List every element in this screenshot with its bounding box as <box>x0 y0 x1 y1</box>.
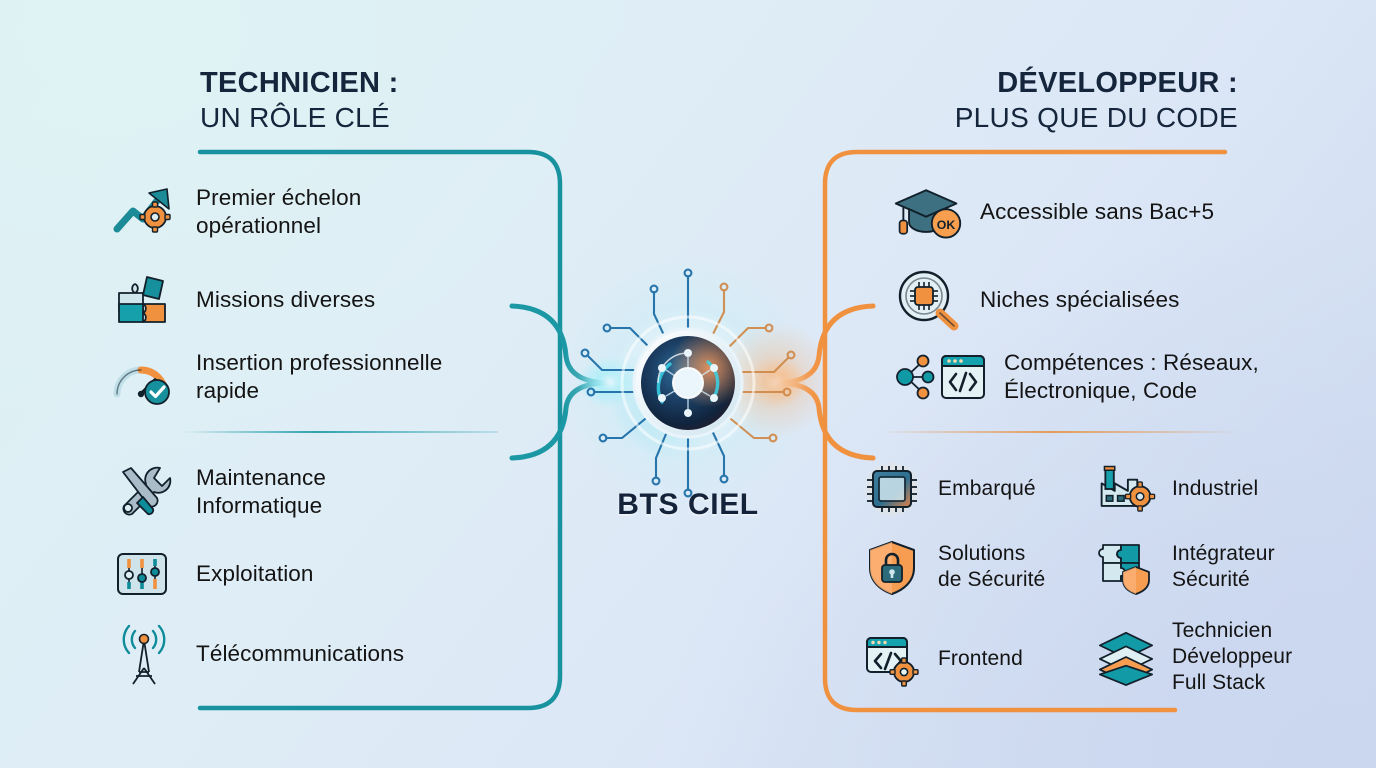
network-code-window-icon <box>892 345 988 409</box>
list-item-telecommunications[interactable]: Télécommunications <box>108 622 538 686</box>
list-item-label: Frontend <box>938 647 1023 670</box>
antenna-tower-icon <box>108 622 180 686</box>
list-item-exploitation[interactable]: Exploitation <box>108 542 528 606</box>
shield-lock-icon <box>862 538 922 596</box>
factory-gear-icon <box>1096 460 1156 518</box>
hub-label: BTS CIEL <box>617 488 759 521</box>
list-item-label: Exploitation <box>196 561 314 586</box>
sliders-panel-icon <box>108 542 180 606</box>
list-item-integrateur-securite[interactable]: Intégrateur Sécurité <box>1096 538 1346 596</box>
list-item-solutions-securite[interactable]: Solutions de Sécurité <box>862 538 1092 596</box>
bts-ciel-hub <box>558 252 834 512</box>
list-item-label: Industriel <box>1172 477 1259 500</box>
magnifier-chip-icon <box>892 268 964 332</box>
list-item-label: Premier échelon opérationnel <box>196 185 362 238</box>
right-column-divider <box>880 431 1240 433</box>
list-item-embarque[interactable]: Embarqué <box>862 460 1082 518</box>
growth-arrow-gear-icon <box>108 180 180 244</box>
left-column-divider <box>182 431 498 433</box>
svg-text:OK: OK <box>937 218 956 232</box>
list-item-label: Solutions de Sécurité <box>938 542 1046 591</box>
list-item-label: Maintenance Informatique <box>196 465 326 518</box>
wrench-screwdriver-icon <box>108 460 180 524</box>
list-item-missions-diverses[interactable]: Missions diverses <box>108 268 528 332</box>
list-item-label: Télécommunications <box>196 641 405 666</box>
right-heading-line1: DÉVELOPPEUR : <box>997 67 1238 99</box>
left-heading-line1: TECHNICIEN : <box>200 67 399 99</box>
list-item-accessible-sans-bac5[interactable]: OK Accessible sans Bac+5 <box>892 180 1312 244</box>
left-heading-line2: UN RÔLE CLÉ <box>200 102 391 133</box>
list-item-label: Intégrateur Sécurité <box>1172 542 1275 591</box>
list-item-label: Technicien Développeur Full Stack <box>1172 619 1293 694</box>
code-window-gear-icon <box>862 630 922 688</box>
list-item-niches-specialisees[interactable]: Niches spécialisées <box>892 268 1312 332</box>
list-item-industriel[interactable]: Industriel <box>1096 460 1336 518</box>
list-item-label: Compétences : Réseaux, Électronique, Cod… <box>1004 350 1259 403</box>
microchip-icon <box>862 460 922 518</box>
puzzle-pieces-icon <box>108 268 180 332</box>
circuit-chip-hub-icon <box>580 268 796 498</box>
list-item-technicien-developpeur-full-stack[interactable]: Technicien Développeur Full Stack <box>1096 618 1346 696</box>
right-heading-line2: PLUS QUE DU CODE <box>954 102 1238 133</box>
list-item-label: Accessible sans Bac+5 <box>980 199 1215 224</box>
left-column-heading: TECHNICIEN : UN RÔLE CLÉ <box>200 66 399 136</box>
puzzle-shield-icon <box>1096 538 1156 596</box>
layers-stack-icon <box>1096 628 1156 686</box>
list-item-premier-echelon[interactable]: Premier échelon opérationnel <box>108 180 528 244</box>
list-item-label: Missions diverses <box>196 287 376 312</box>
list-item-maintenance-informatique[interactable]: Maintenance Informatique <box>108 460 528 524</box>
list-item-label: Embarqué <box>938 477 1036 500</box>
graduation-cap-ok-icon: OK <box>892 180 964 244</box>
list-item-frontend[interactable]: Frontend <box>862 630 1082 688</box>
list-item-competences[interactable]: Compétences : Réseaux, Électronique, Cod… <box>892 345 1332 409</box>
right-column-heading: DÉVELOPPEUR : PLUS QUE DU CODE <box>955 66 1238 136</box>
list-item-label: Niches spécialisées <box>980 287 1180 312</box>
list-item-insertion-professionnelle[interactable]: Insertion professionnelle rapide <box>108 345 538 409</box>
speedometer-check-icon <box>108 345 180 409</box>
list-item-label: Insertion professionnelle rapide <box>196 350 443 403</box>
